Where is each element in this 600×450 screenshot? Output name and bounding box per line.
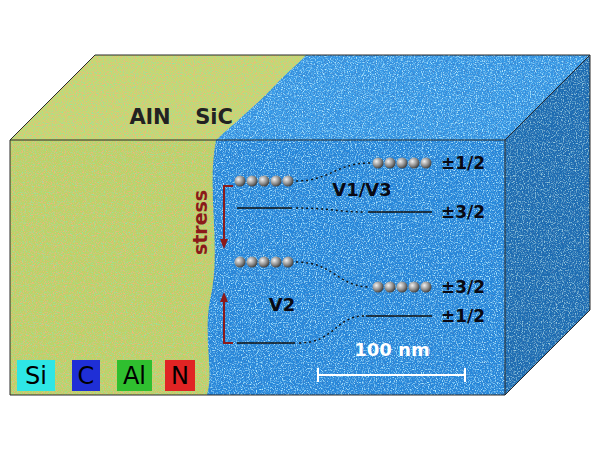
legend-swatch: Al [117,360,152,391]
legend-text: Si [25,364,47,388]
spin-level-label: ±1/2 [441,154,485,173]
legend-swatch: Si [17,360,55,391]
material-label: AlN [129,106,170,129]
material-label: SiC [195,106,233,129]
stress-label: stress [191,189,212,254]
legend-swatch: N [165,360,195,391]
spin-level-label: ±3/2 [441,278,485,297]
defect-label: V1/V3 [332,180,391,200]
defect-label: V2 [269,295,295,315]
legend-text: Al [123,364,146,388]
scale-bar-label: 100 nm [354,340,429,360]
legend-text: C [78,364,95,388]
legend-text: N [171,364,189,388]
spin-level-label: ±3/2 [441,203,485,222]
legend-swatch: C [72,360,100,391]
spin-level-label: ±1/2 [441,307,485,326]
